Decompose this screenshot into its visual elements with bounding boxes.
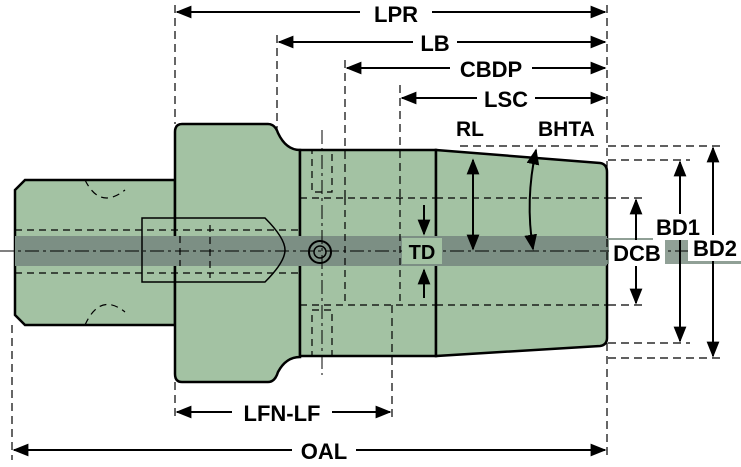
dimension-labels: LPR LB CBDP LSC RL BHTA TD BD1 DCB BD2 L… [232,0,741,464]
label-oal: OAL [301,439,347,462]
label-lpr: LPR [374,2,418,27]
center-lines [0,130,741,375]
coolant-port [308,240,332,264]
label-lsc: LSC [484,87,528,112]
label-cbdp: CBDP [460,57,522,82]
label-bd2: BD2 [693,236,737,261]
label-rl: RL [456,118,484,141]
label-lfn-lf: LFN-LF [244,401,321,426]
label-td: TD [409,242,436,264]
label-lb: LB [420,31,449,56]
label-bhta: BHTA [538,118,595,141]
label-dcb: DCB [613,241,661,266]
extension-lines [11,5,720,460]
